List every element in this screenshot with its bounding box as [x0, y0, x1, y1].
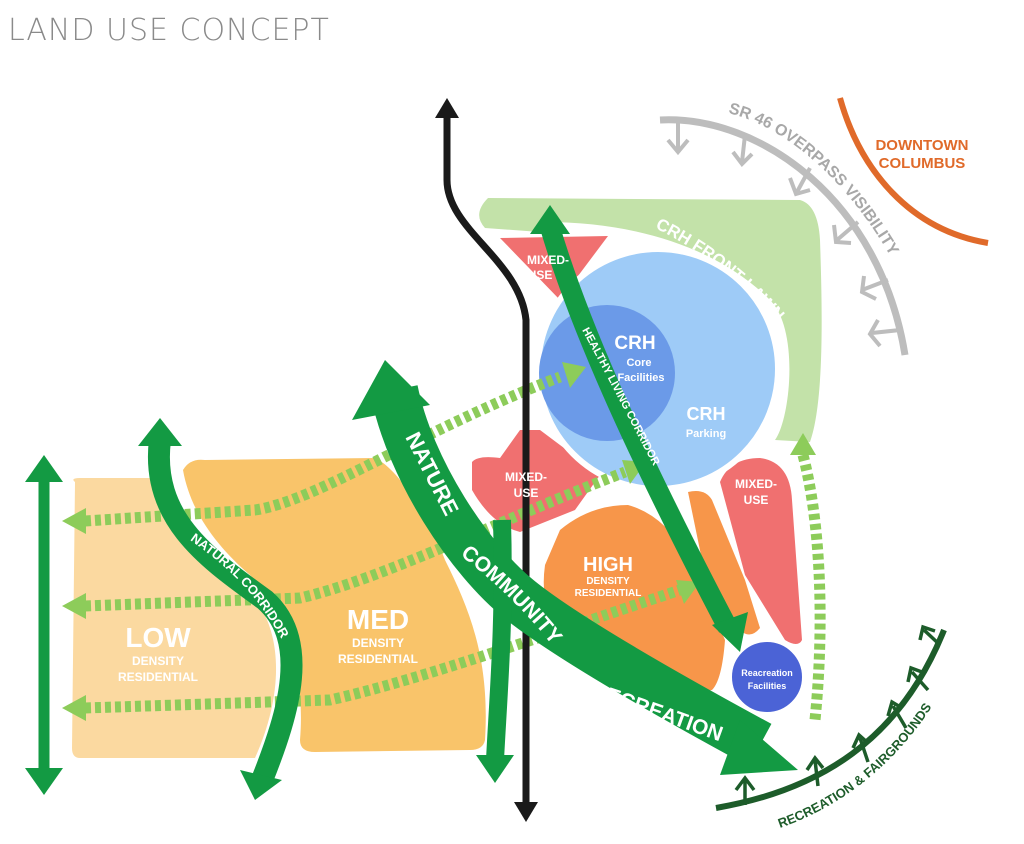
- med-density-title: MED: [347, 604, 409, 635]
- fairgrounds-text: RECREATION & FAIRGROUNDS: [776, 700, 935, 831]
- crh-parking-line1: Parking: [686, 428, 726, 440]
- mixed-use-mid-line1: MIXED-: [505, 470, 547, 484]
- road-arrow-north: [435, 98, 459, 118]
- med-density-sub1: DENSITY: [352, 636, 404, 650]
- high-density-strip: [688, 491, 760, 635]
- recreation-facilities-line1: Reacreation: [741, 668, 793, 678]
- low-density-sub2: RESIDENTIAL: [118, 670, 198, 684]
- green-arrowheads: [25, 205, 798, 800]
- med-density-sub2: RESIDENTIAL: [338, 652, 418, 666]
- mixed-use-top-line1: MIXED-: [527, 253, 569, 267]
- front-lawn-zone: [479, 198, 822, 442]
- mixed-use-right-line2: USE: [744, 493, 769, 507]
- crh-core-line1: Core: [626, 357, 651, 369]
- high-density-sub1: DENSITY: [586, 576, 630, 587]
- roads: [443, 108, 530, 814]
- sr46-arc: [659, 116, 909, 356]
- road-arrow-south: [514, 802, 538, 822]
- crh-core-line2: Facilities: [617, 372, 664, 384]
- recreation-facilities-circle: [728, 638, 806, 716]
- green-corridors: [38, 221, 772, 785]
- low-density-title: LOW: [125, 622, 191, 653]
- downtown-label-line1: DOWNTOWN: [875, 137, 968, 154]
- fairgrounds-arc: [715, 628, 947, 811]
- fairgrounds-ticks: [734, 624, 942, 805]
- downtown-label-line2: COLUMBUS: [879, 155, 966, 172]
- high-density-sub2: RESIDENTIAL: [575, 588, 642, 599]
- dashed-arrowheads: [62, 362, 816, 721]
- low-density-sub1: DENSITY: [132, 654, 184, 668]
- crh-parking-title: CRH: [687, 404, 726, 424]
- dashed-connectors: [84, 371, 826, 721]
- crh-core-title: CRH: [614, 333, 655, 354]
- mixed-use-mid-zone: [472, 430, 600, 532]
- mixed-use-top-line2: USE: [528, 268, 553, 282]
- low-density-zone: [72, 478, 277, 758]
- downtown-arc: [837, 97, 989, 246]
- recreation-facilities-line2: Facilities: [748, 681, 787, 691]
- sr46-arc-ticks: [666, 122, 901, 348]
- med-density-zone: [183, 458, 486, 752]
- mixed-use-right-zone: [720, 458, 802, 644]
- mixed-use-mid-line2: USE: [514, 486, 539, 500]
- fairgrounds-label: RECREATION & FAIRGROUNDS: [776, 700, 935, 831]
- page-title: LAND USE CONCEPT: [8, 13, 330, 48]
- mixed-use-right-line1: MIXED-: [735, 477, 777, 491]
- high-density-title: HIGH: [583, 554, 633, 576]
